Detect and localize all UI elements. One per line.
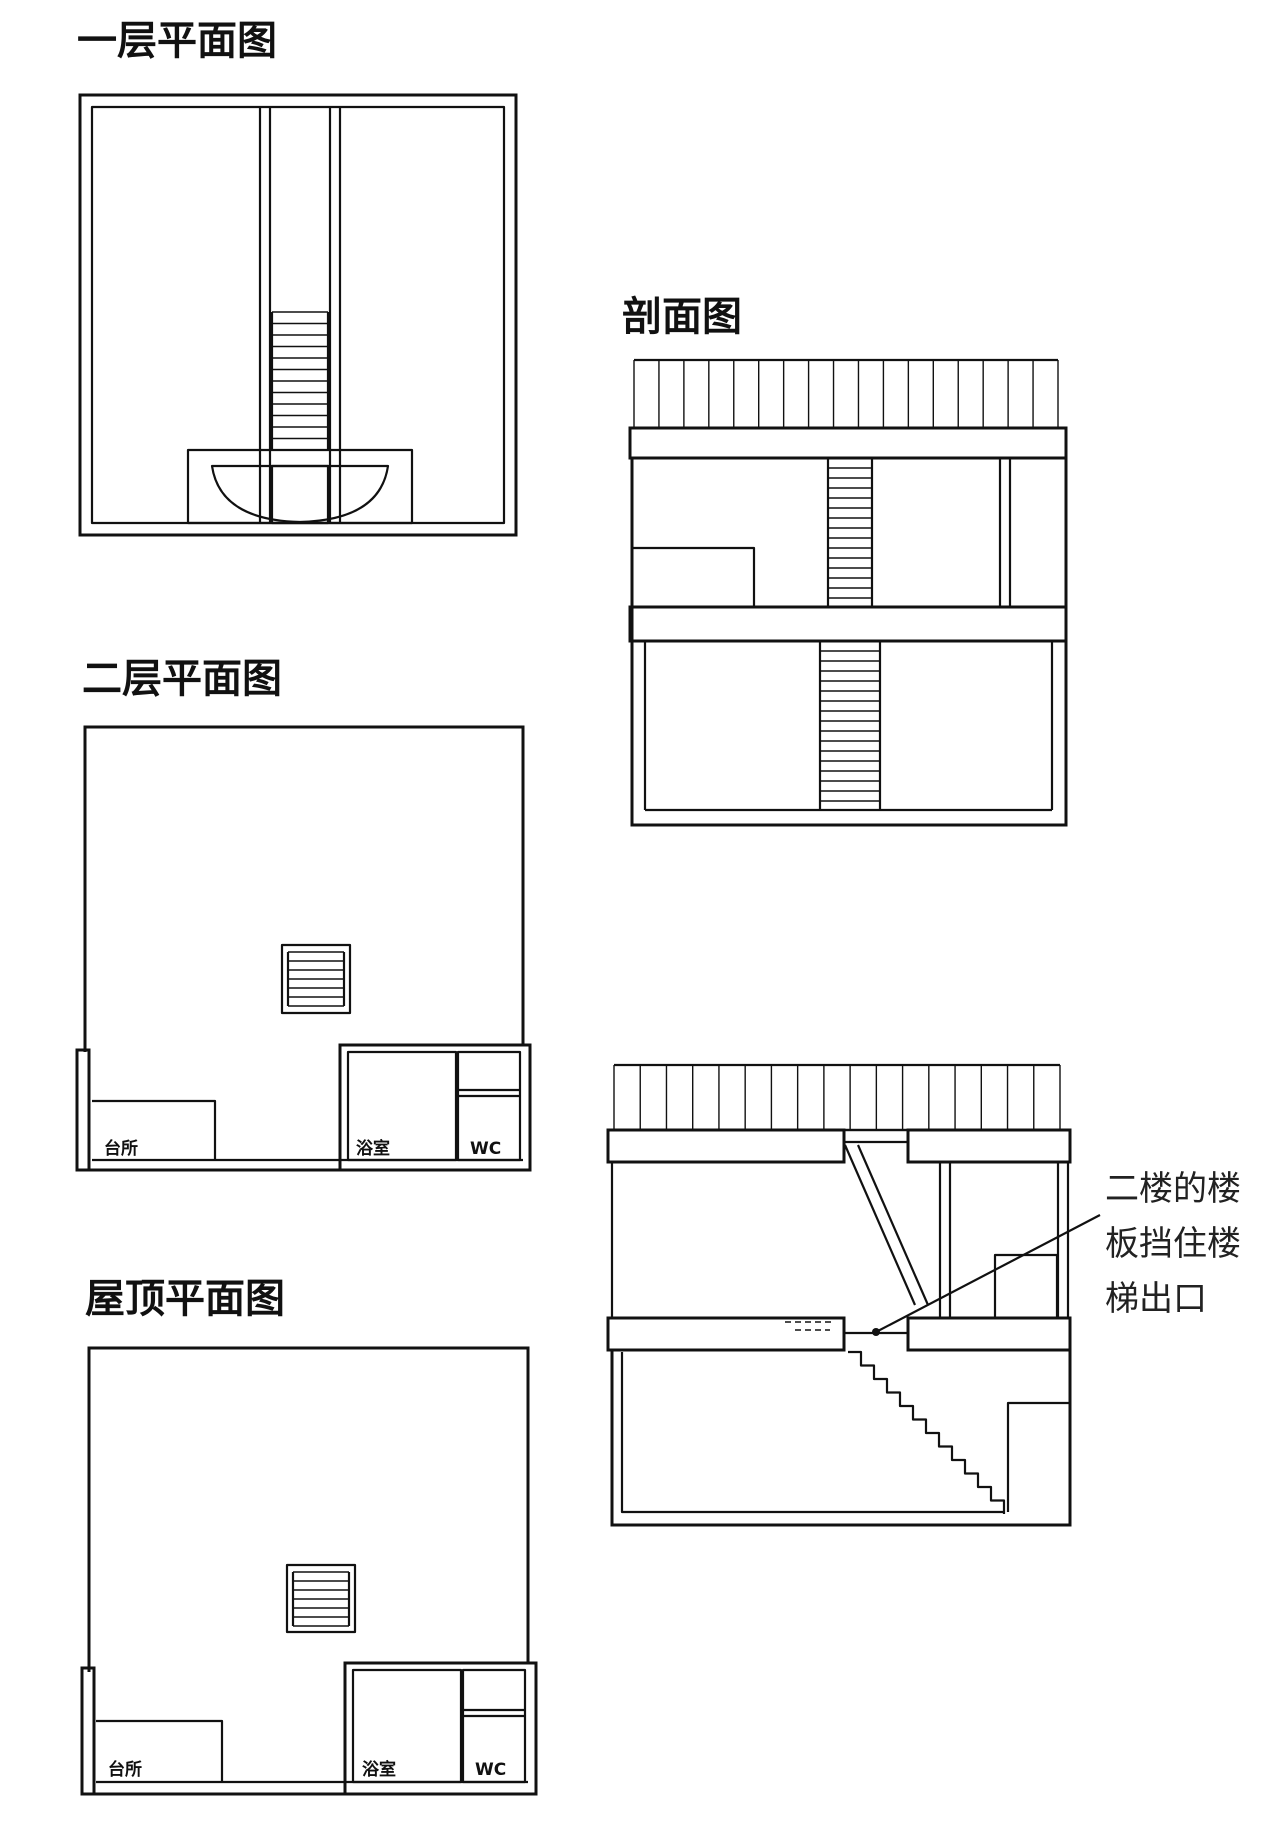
- annotation-leader-dot: [872, 1328, 880, 1336]
- floor1-outer-wall: [78, 93, 518, 537]
- roof-bath: [351, 1668, 463, 1784]
- floor1-inner-wall: [90, 105, 506, 525]
- section1-floor-slab: [628, 605, 1068, 643]
- annotation-line-1: 二楼的楼: [1105, 1169, 1241, 1209]
- floor2-bath: [346, 1050, 458, 1162]
- section2-roof-slab-right: [906, 1128, 1072, 1164]
- floor2-stair-treads: [286, 951, 346, 1007]
- zigzag-stair-profile: [848, 1350, 1006, 1514]
- section1-lower-stair: [818, 640, 882, 810]
- floor2-plan-title: 二层平面图: [82, 656, 282, 702]
- floor1-plan: [78, 93, 518, 537]
- floor2-wc: [456, 1050, 522, 1162]
- section2-ladder-rail-1: [843, 1144, 917, 1306]
- section2-ladder-rail-2: [856, 1144, 930, 1306]
- floor2-kitchen-label: 台所: [104, 1138, 138, 1159]
- floor1-stair: [270, 311, 330, 451]
- floor2-stair-opening: [280, 943, 352, 1015]
- roof-plan-title: 屋顶平面图: [85, 1276, 285, 1322]
- section-title: 剖面图: [622, 294, 742, 340]
- roof-wc-label: WC: [475, 1760, 506, 1780]
- section1-roof-railing: [633, 358, 1059, 430]
- roof-wc: [461, 1668, 527, 1784]
- roof-outer-wall: [87, 1346, 530, 1672]
- annotation-leader-line: [875, 1214, 1101, 1333]
- roof-bath-label: 浴室: [362, 1759, 396, 1780]
- floor1-plan-title: 一层平面图: [77, 18, 277, 64]
- roof-kitchen-counter: [96, 1719, 224, 1782]
- roof-stair-opening: [285, 1563, 357, 1634]
- floor1-entrance-platform: [186, 448, 414, 525]
- floor2-bath-label: 浴室: [356, 1138, 390, 1159]
- section1-upper-stair: [826, 457, 874, 607]
- section-drawing-2: 二楼的楼 板挡住楼 梯出口: [606, 1063, 1241, 1527]
- floor2-kitchen-counter: [92, 1099, 217, 1160]
- section2-zigzag-stair: [848, 1350, 1006, 1514]
- floor1-entrance-step: [210, 464, 390, 524]
- roof-stair-treads: [291, 1571, 351, 1627]
- section2-roof-railing: [613, 1063, 1061, 1132]
- annotation-line-2: 板挡住楼: [1105, 1224, 1241, 1264]
- floor2-plan: 台所 浴室 WC: [75, 725, 532, 1172]
- section2-floor-slab-right: [906, 1316, 1072, 1352]
- annotation-line-3: 梯出口: [1105, 1279, 1207, 1319]
- roof-kitchen-label: 台所: [108, 1759, 142, 1780]
- section1-roof-slab: [628, 426, 1068, 460]
- section2-roof-slab-left: [606, 1128, 846, 1164]
- floor2-wc-label: WC: [470, 1139, 501, 1159]
- roof-plan: 台所 浴室 WC: [80, 1346, 538, 1796]
- section2-floor-slab-left: [606, 1316, 846, 1352]
- section-drawing-1: [628, 358, 1068, 827]
- floor2-outer-wall: [83, 725, 525, 1052]
- section1-cabinet: [630, 546, 756, 609]
